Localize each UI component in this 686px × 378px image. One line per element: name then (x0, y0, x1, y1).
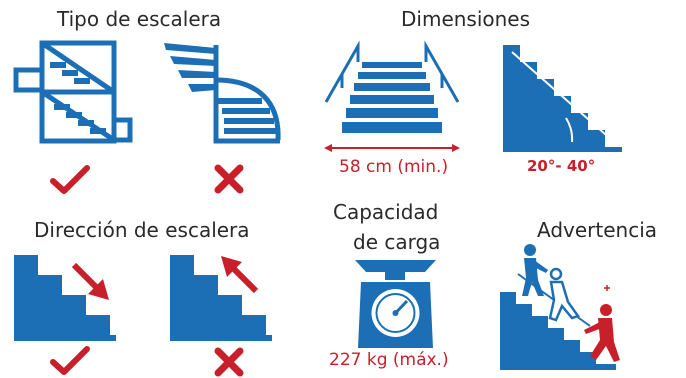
up-stair-icon (170, 255, 272, 341)
title-advertencia: Advertencia (537, 218, 658, 242)
angle-label: 20°- 40° (527, 157, 596, 175)
x-icon (214, 347, 244, 377)
angle-stair-icon (503, 45, 622, 152)
check-icon (50, 346, 90, 375)
spiral-stair-icon (164, 43, 281, 144)
x-icon (214, 164, 244, 194)
warning-people-icon (500, 244, 620, 370)
title-dimensiones: Dimensiones (401, 7, 531, 31)
title-direccion: Dirección de escalera (34, 218, 250, 242)
title-capacidad-2: de carga (353, 230, 441, 254)
front-stair-icon (324, 40, 460, 152)
straight-stair-icon (13, 40, 133, 144)
scale-icon (355, 260, 436, 348)
title-capacidad-1: Capacidad (333, 200, 439, 224)
load-label: 227 kg (máx.) (329, 350, 449, 370)
title-tipo: Tipo de escalera (57, 7, 222, 31)
check-icon (50, 165, 90, 194)
width-label: 58 cm (min.) (339, 157, 449, 177)
down-stair-icon (14, 255, 116, 341)
